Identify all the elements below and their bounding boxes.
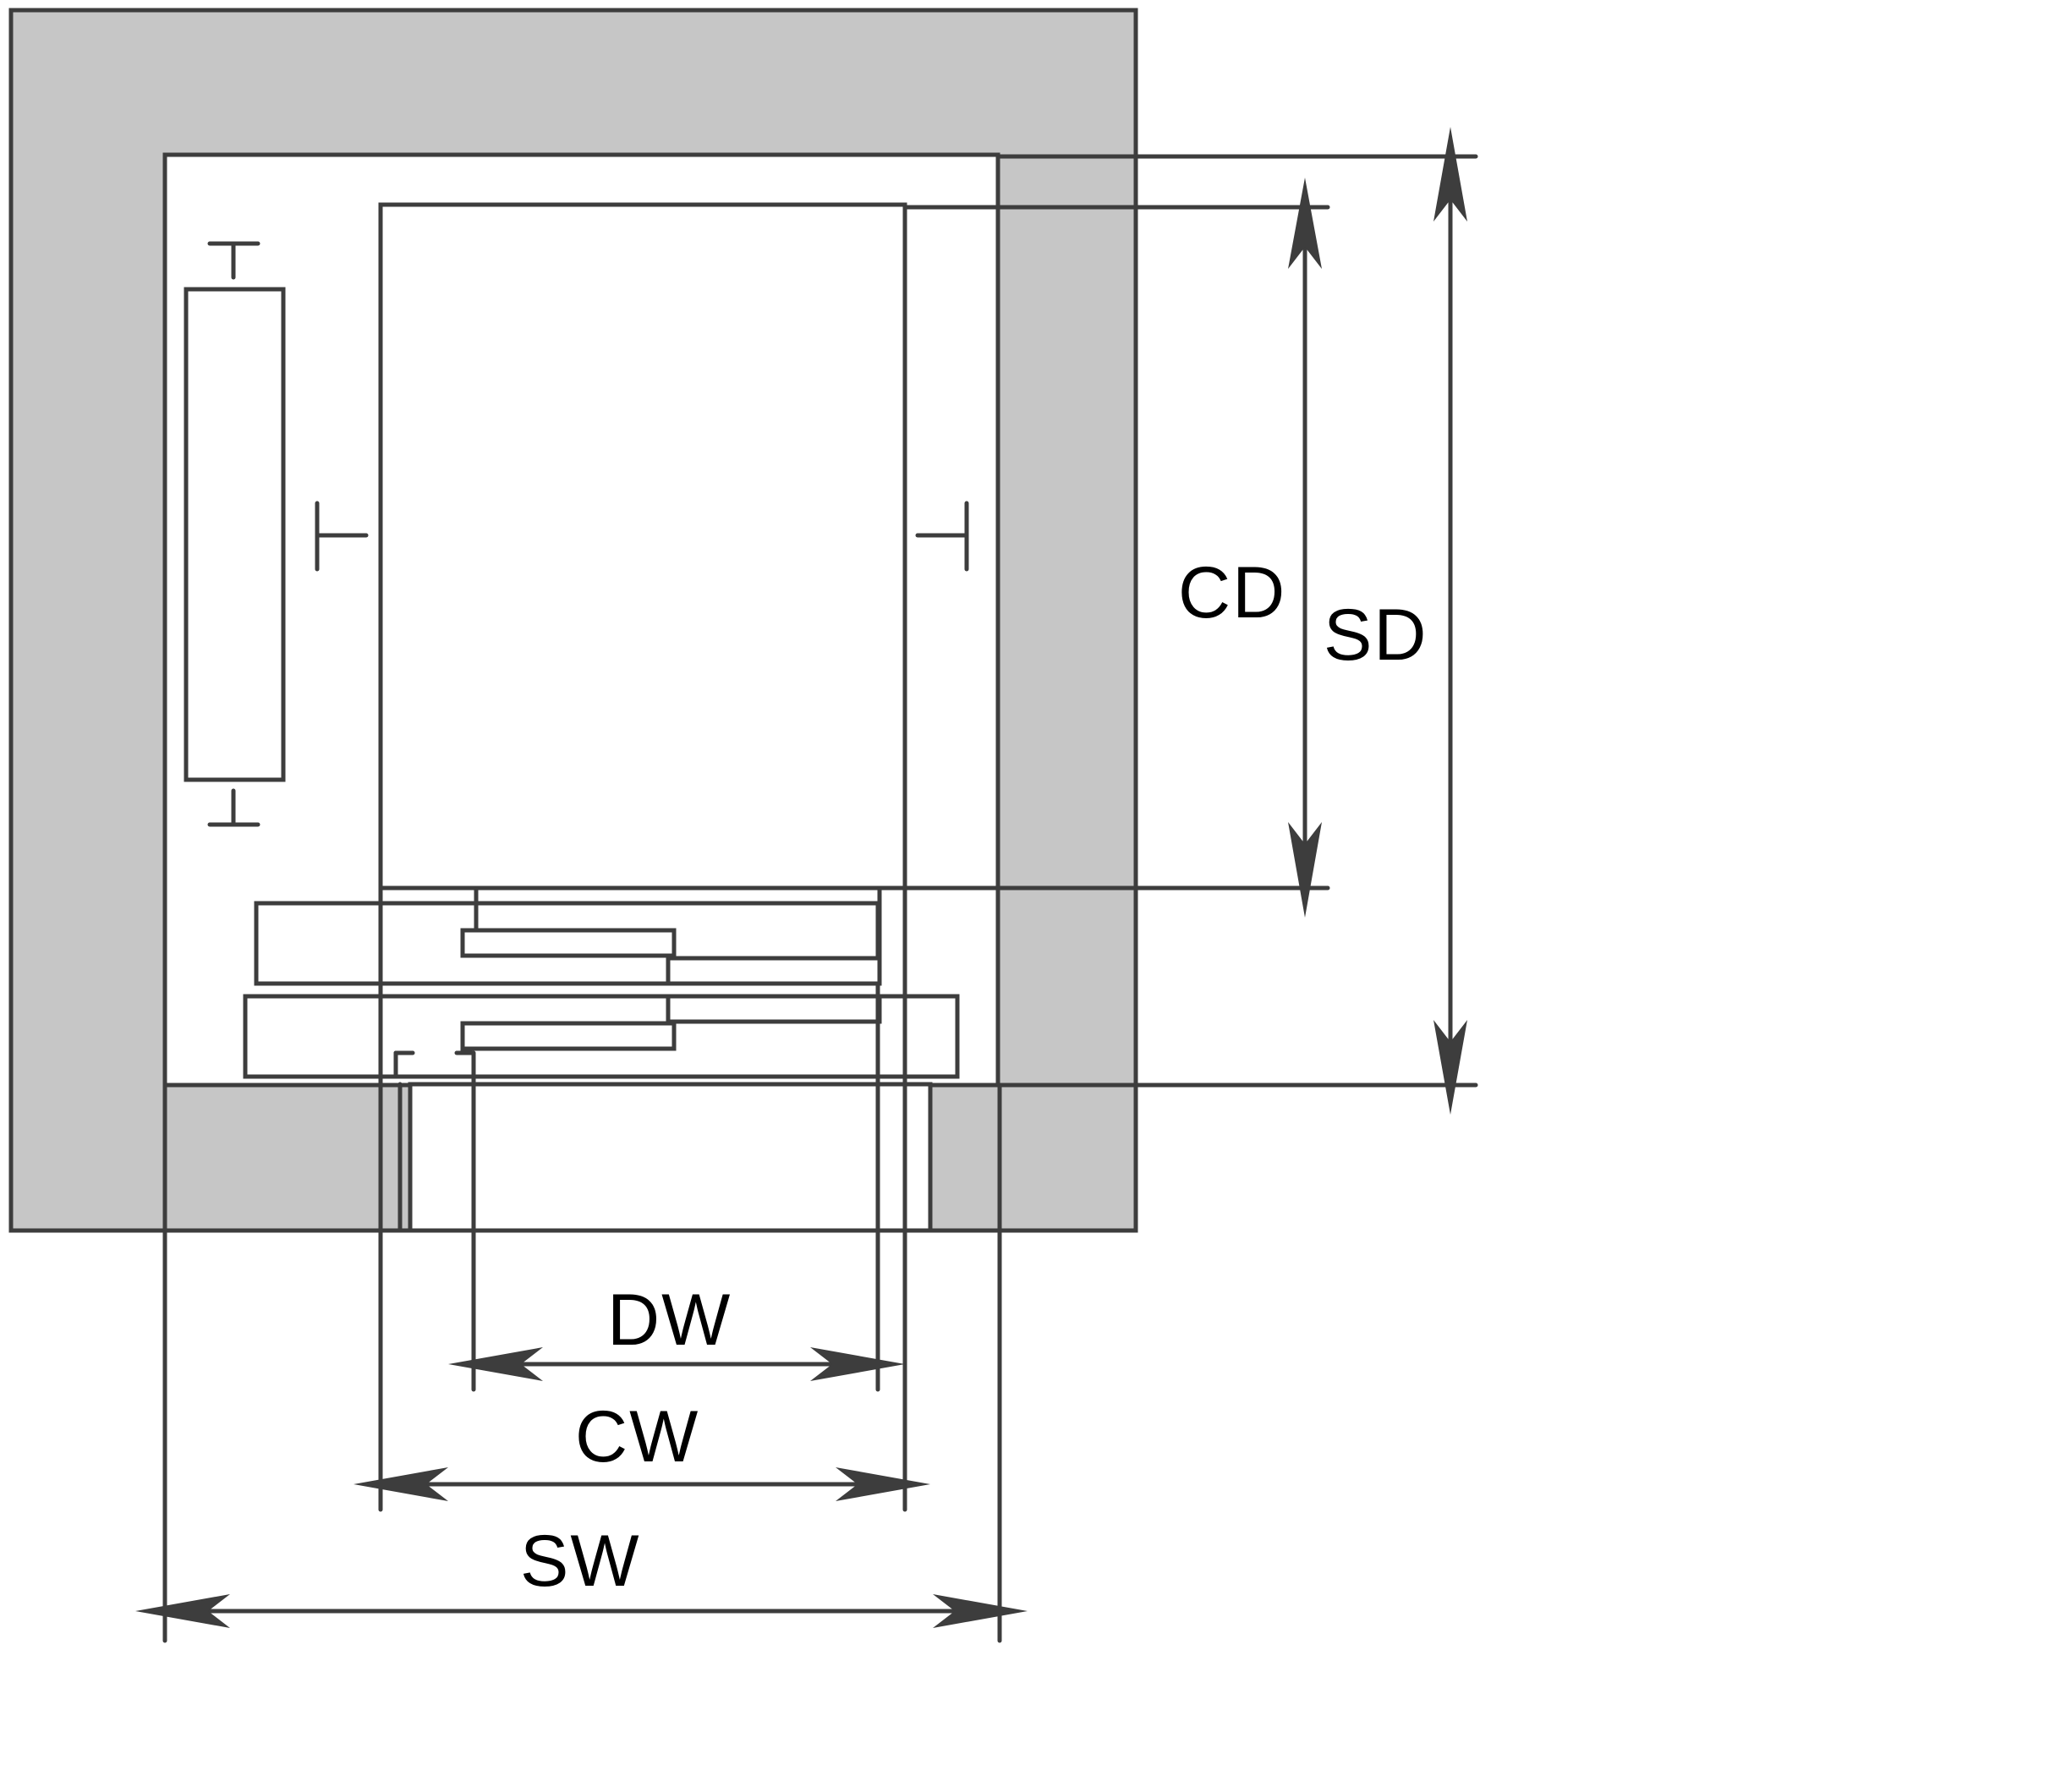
sw-label: SW: [520, 1521, 641, 1602]
cd-label: CD: [1178, 552, 1286, 633]
cd-arrow-top: [1288, 178, 1322, 269]
cw-arrow-right: [836, 1467, 930, 1501]
cd-arrow-bottom: [1288, 822, 1322, 918]
sw-arrow-left: [135, 1594, 230, 1628]
elevator-car: [378, 202, 907, 891]
cw-arrow-left: [354, 1467, 448, 1501]
counterweight: [184, 287, 286, 782]
sw-arrow-right: [933, 1594, 1028, 1628]
dw-arrow-right: [810, 1347, 905, 1381]
sd-arrow-bottom: [1433, 1020, 1467, 1115]
car-front-left-line: [378, 885, 479, 933]
landing-door-panel-right: [666, 994, 882, 1024]
sd-arrow-top: [1433, 127, 1467, 222]
dw-label: DW: [607, 1280, 732, 1361]
dw-arrow-left: [448, 1347, 543, 1381]
sd-label: SD: [1324, 595, 1428, 676]
car-door-panel-left: [460, 928, 677, 958]
door-opening: [408, 1082, 933, 1233]
cw-label: CW: [575, 1396, 699, 1477]
car-door-panel-right: [666, 956, 882, 986]
landing-door-panel-left: [460, 1021, 677, 1051]
